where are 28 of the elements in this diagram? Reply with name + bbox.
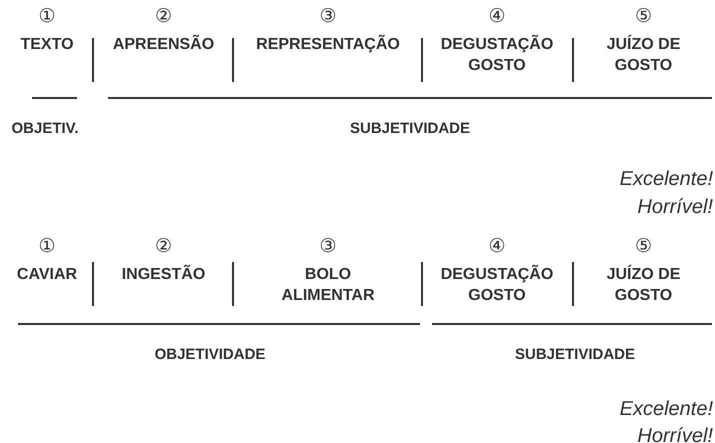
step-label: JUÍZO DE GOSTO <box>606 264 682 306</box>
step-number: ③ <box>320 236 336 258</box>
step-label: INGESTÃO <box>122 264 206 285</box>
step-number: ① <box>38 6 56 28</box>
step-label: APREENSÃO <box>112 34 214 55</box>
step-label: TEXTO <box>20 35 74 55</box>
step-number: ② <box>155 236 172 258</box>
step-label: DEGUSTAÇÃO GOSTO <box>440 34 554 76</box>
step-number: ⑤ <box>635 236 652 258</box>
verdict-text: Horrível! <box>637 196 713 219</box>
step-label: JUÍZO DE GOSTO <box>606 34 682 76</box>
group-label: SUBJETIVIDADE <box>350 120 470 137</box>
step-label: DEGUSTAÇÃO GOSTO <box>440 264 554 306</box>
group-label: OBJETIV. <box>12 120 78 137</box>
step-label: REPRESENTAÇÃO <box>256 34 400 55</box>
verdict-text: Horrível! <box>637 425 713 443</box>
step-number: ⑤ <box>635 6 652 28</box>
verdict-text: Excelente! <box>620 168 713 191</box>
step-number: ④ <box>488 6 506 28</box>
step-number: ② <box>155 6 172 28</box>
step-number: ③ <box>320 6 336 28</box>
group-label: OBJETIVIDADE <box>154 346 266 363</box>
step-number: ① <box>38 236 56 258</box>
step-label: BOLO ALIMENTAR <box>280 265 376 306</box>
step-number: ④ <box>488 236 506 258</box>
group-label: SUBJETIVIDADE <box>514 346 636 363</box>
step-label: CAVIAR <box>16 265 78 285</box>
verdict-text: Excelente! <box>620 398 713 421</box>
